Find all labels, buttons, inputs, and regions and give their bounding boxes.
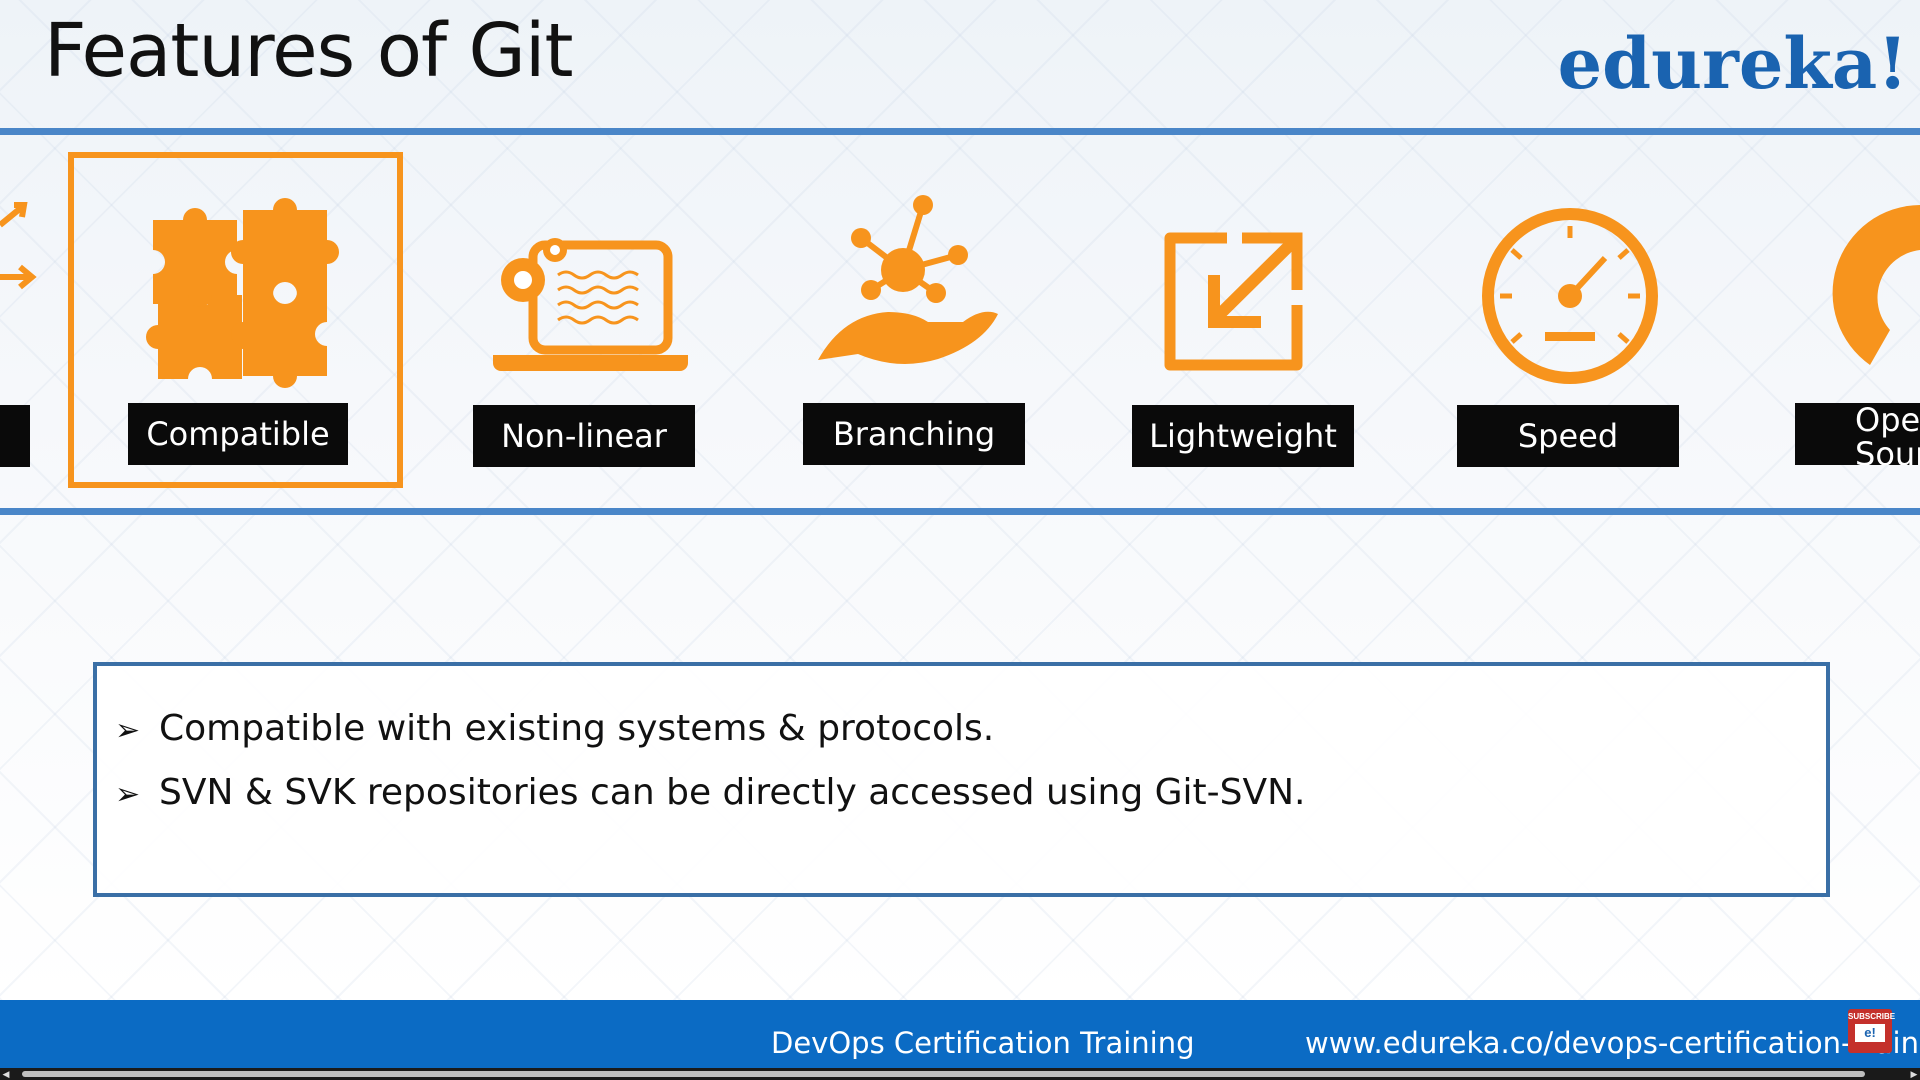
brand-logo: edureka! <box>1557 22 1908 105</box>
bullet-arrow-icon: ➢ <box>115 777 141 812</box>
footer-bar: DevOps Certification Training www.edurek… <box>0 1000 1920 1068</box>
speedometer-icon <box>1482 208 1658 384</box>
feature-description-box: ➢Compatible with existing systems & prot… <box>93 662 1830 897</box>
feature-label-compatible: Compatible <box>128 403 348 465</box>
scroll-right-icon[interactable]: ▶ <box>1910 1069 1918 1079</box>
edureka-mini-logo: e! <box>1855 1024 1885 1042</box>
selected-feature-highlight <box>68 152 403 488</box>
subscribe-button[interactable]: SUBSCRIBE e! <box>1848 1009 1895 1053</box>
resize-arrow-icon <box>1164 232 1303 371</box>
horizontal-scrollbar[interactable]: ◀ ▶ <box>0 1068 1920 1080</box>
bullet-arrow-icon: ➢ <box>115 713 141 748</box>
puzzle-pieces-icon <box>146 198 339 388</box>
bottom-divider <box>0 508 1920 515</box>
footer-url[interactable]: www.edureka.co/devops-certification-trai… <box>1305 1026 1920 1060</box>
feature-open-source[interactable]: Ope Sour <box>1795 150 1920 490</box>
feature-label-speed: Speed <box>1457 405 1679 467</box>
laptop-gear-icon <box>493 238 688 371</box>
feature-non-linear[interactable]: Non-linear <box>473 150 695 490</box>
feature-label-lightweight: Lightweight <box>1132 405 1354 467</box>
feature-label-branching: Branching <box>803 403 1025 465</box>
feature-branching[interactable]: Branching <box>803 150 1025 490</box>
slide-title: Features of Git <box>44 8 573 94</box>
arrows-partial-icon <box>0 202 37 290</box>
description-bullet: ➢SVN & SVK repositories can be directly … <box>115 772 1306 813</box>
footer-course-name: DevOps Certification Training <box>771 1026 1195 1060</box>
top-divider <box>0 128 1920 135</box>
description-bullet: ➢Compatible with existing systems & prot… <box>115 708 995 749</box>
open-source-icon <box>1832 205 1920 365</box>
scroll-left-icon[interactable]: ◀ <box>2 1069 10 1079</box>
scrollbar-thumb[interactable] <box>22 1071 1865 1077</box>
feature-speed[interactable]: Speed <box>1457 150 1679 490</box>
partial-feature-label <box>0 405 30 467</box>
feature-compatible[interactable]: Compatible <box>128 150 348 490</box>
feature-label-open-source: Ope Sour <box>1795 403 1920 465</box>
feature-label-non-linear: Non-linear <box>473 405 695 467</box>
hand-network-icon <box>818 195 998 364</box>
feature-lightweight[interactable]: Lightweight <box>1132 150 1354 490</box>
